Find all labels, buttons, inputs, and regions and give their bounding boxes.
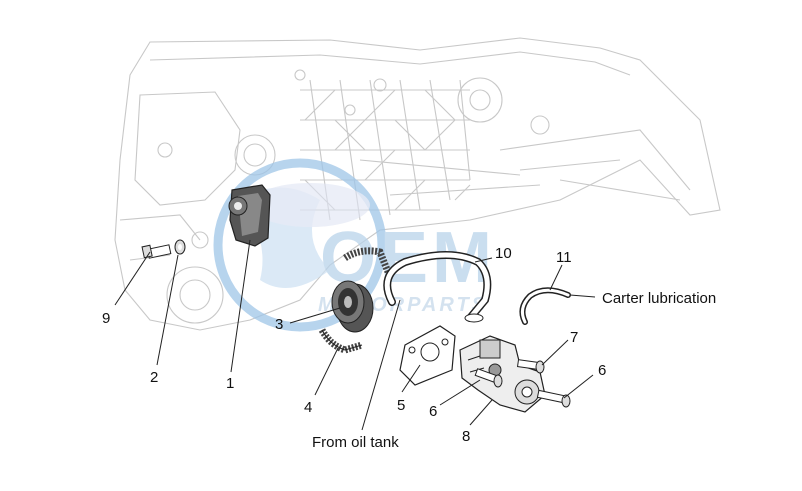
- part-11-lube-pipe: [519, 287, 571, 325]
- callout-numbers: 1 2 3 4 5 6 6 7 8 9 10 11: [102, 245, 606, 445]
- upper-belt-segment: [343, 247, 392, 274]
- part-10-oil-hose: [383, 251, 492, 323]
- leader-lines: [114, 239, 596, 431]
- part-6-screw-short: [474, 368, 503, 388]
- caption-from-oil-tank: From oil tank: [312, 434, 399, 451]
- callout-2: 2: [150, 369, 158, 386]
- caption-carter-lubrication: Carter lubrication: [602, 290, 716, 307]
- callout-5: 5: [397, 397, 405, 414]
- callout-10: 10: [495, 245, 512, 262]
- part-6-screw-long: [536, 389, 571, 408]
- callout-9: 9: [102, 310, 110, 327]
- callout-3: 3: [275, 316, 283, 333]
- part-7-screw: [516, 359, 545, 374]
- part-1-cover: [228, 184, 271, 247]
- part-9-bolt: [141, 244, 172, 259]
- callout-8: 8: [462, 428, 470, 445]
- part-5-gasket: [399, 325, 456, 386]
- part-4-belt: [318, 328, 363, 354]
- part-2-washer: [174, 239, 186, 255]
- crankcase-background: [114, 37, 721, 331]
- callout-6b: 6: [598, 362, 606, 379]
- callout-7: 7: [570, 329, 578, 346]
- callout-4: 4: [304, 399, 312, 416]
- watermark-globe: [213, 158, 387, 332]
- part-3-gear: [331, 280, 374, 333]
- callout-6a: 6: [429, 403, 437, 420]
- callout-11: 11: [556, 249, 572, 266]
- callout-1: 1: [226, 375, 234, 392]
- part-8-oil-pump: [459, 335, 546, 413]
